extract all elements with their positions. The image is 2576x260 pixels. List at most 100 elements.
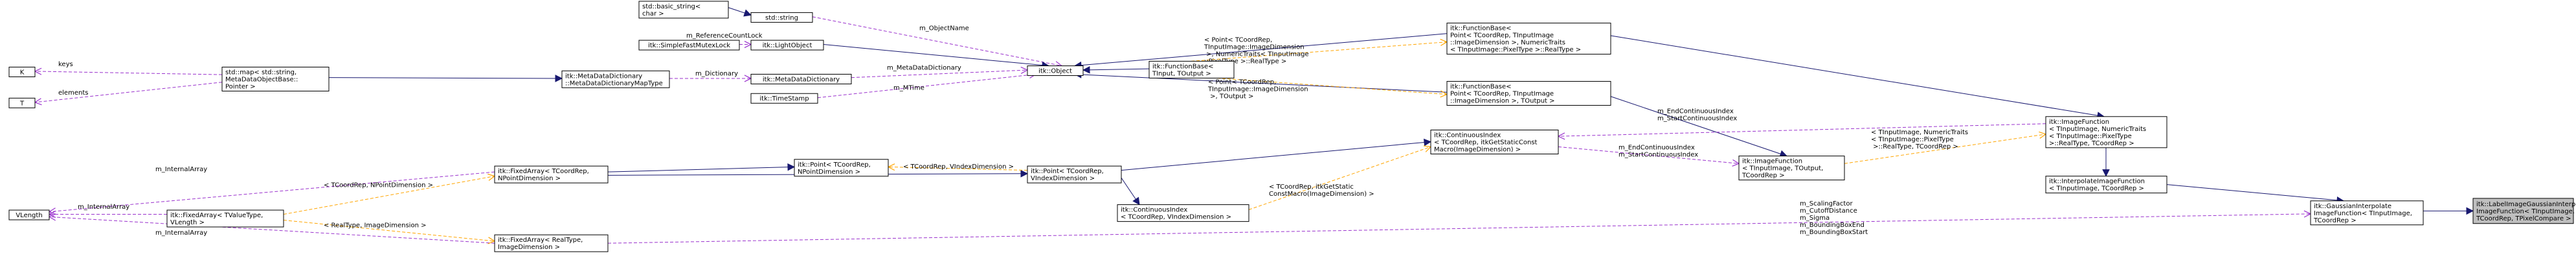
edge-label: < TInputImage, NumericTraits< TInputImag… bbox=[1871, 129, 1968, 150]
node-label: itk::Point< TCoordRep,NPointDimension > bbox=[798, 161, 871, 176]
edge-line bbox=[283, 176, 495, 215]
node-label-line: < TInputImage::PixelType >::RealType > bbox=[1450, 47, 1581, 54]
node-string[interactable]: std::string bbox=[750, 12, 813, 23]
edge-line bbox=[817, 74, 1036, 99]
node-fixed-array-realtype[interactable]: itk::FixedArray< RealType,ImageDimension… bbox=[494, 234, 609, 252]
node-label-line: K bbox=[20, 69, 25, 76]
node-label: std::basic_string<char > bbox=[642, 3, 700, 18]
node-label: itk::FixedArray< TValueType,VLength > bbox=[170, 212, 263, 226]
edges-layer: m_ObjectNamem_ReferenceCountLockkeyselem… bbox=[35, 7, 2473, 244]
node-label: T bbox=[19, 100, 25, 107]
node-function-base-tinput[interactable]: itk::FunctionBase<TInput, TOutput > bbox=[1148, 60, 1235, 78]
node-image-function-tinput[interactable]: itk::ImageFunction< TInputImage, TOutput… bbox=[1738, 156, 1845, 181]
node-label-line: std::basic_string< bbox=[642, 3, 700, 10]
node-continuous-index-getstatic[interactable]: itk::ContinuousIndex< TCoordRep, itkGetS… bbox=[1430, 130, 1559, 154]
node-box bbox=[494, 165, 609, 183]
edge-label-line: elements bbox=[58, 89, 88, 97]
edge-fatv-fa: < TCoordRep, NPointDimension > bbox=[283, 176, 495, 215]
node-fixed-array-tvalue[interactable]: itk::FixedArray< TValueType,VLength > bbox=[166, 209, 284, 228]
node-box bbox=[750, 12, 813, 23]
edge-object-fbout bbox=[1075, 74, 1448, 93]
node-box bbox=[1430, 130, 1559, 154]
node-time-stamp[interactable]: itk::TimeStamp bbox=[750, 93, 818, 104]
node-k[interactable]: K bbox=[8, 66, 36, 77]
node-function-base-point-toutput[interactable]: itk::FunctionBase<Point< TCoordRep, TInp… bbox=[1446, 80, 1611, 106]
node-fixed-array-tcoordrep[interactable]: itk::FixedArray< TCoordRep,NPointDimensi… bbox=[494, 165, 609, 183]
edge-basic-string bbox=[728, 7, 751, 16]
edge-label-line: m_StartContinuousIndex bbox=[1618, 151, 1698, 158]
edge-line bbox=[2166, 184, 2344, 201]
node-label-line: std::string bbox=[765, 14, 798, 21]
edge-iif-gauss bbox=[2166, 184, 2344, 201]
node-label-line: < TInputImage, TCoordRep > bbox=[2049, 185, 2144, 193]
node-t[interactable]: T bbox=[8, 97, 36, 108]
node-light-object[interactable]: itk::LightObject bbox=[750, 40, 824, 51]
edge-fbreal-ifn bbox=[1610, 35, 2104, 117]
edge-line bbox=[1121, 177, 1139, 204]
node-simple-fast-mutex-lock[interactable]: itk::SimpleFastMutexLock bbox=[638, 40, 740, 51]
edge-label-line: m_StartContinuousIndex bbox=[1657, 115, 1737, 123]
node-label: itk::ImageFunction< TInputImage, Numeric… bbox=[2049, 119, 2146, 147]
edge-line bbox=[607, 167, 794, 172]
node-std-map[interactable]: std::map< std::string,MetaDataObjectBase… bbox=[221, 66, 330, 91]
edge-md-object: m_MetaDataDictionary bbox=[851, 64, 1027, 78]
node-object[interactable]: itk::Object bbox=[1027, 65, 1084, 77]
node-label: itk::SimpleFastMutexLock bbox=[648, 42, 730, 49]
edge-line bbox=[1121, 142, 1431, 171]
node-continuous-index-vindex[interactable]: itk::ContinuousIndex< TCoordRep, VIndexD… bbox=[1117, 204, 1249, 222]
node-box bbox=[1027, 65, 1084, 77]
node-label: itk::FunctionBase<TInput, TOutput > bbox=[1152, 63, 1214, 77]
edge-label-line: ::PixelType >::RealType > bbox=[1204, 58, 1286, 65]
node-meta-data-dictionary[interactable]: itk::MetaDataDictionary bbox=[750, 73, 852, 84]
edge-fa-pointn bbox=[607, 167, 794, 172]
node-box bbox=[750, 93, 818, 104]
node-label-line: T bbox=[19, 100, 25, 107]
edge-fb-fbreal: < Point< TCoordRep,TInputImage::ImageDim… bbox=[1191, 37, 1447, 65]
edge-label-line: m_InternalArray bbox=[155, 230, 207, 237]
node-function-base-point-realtype[interactable]: itk::FunctionBase<Point< TCoordRep, TInp… bbox=[1446, 23, 1611, 55]
node-box bbox=[750, 73, 852, 84]
edge-label: m_Dictionary bbox=[695, 70, 738, 77]
node-label: itk::ContinuousIndex< TCoordRep, itkGetS… bbox=[1434, 132, 1537, 154]
node-label-image-gaussian[interactable]: itk::LabelImageGaussianInterpolateImageF… bbox=[2472, 198, 2576, 224]
node-image-function-numeric[interactable]: itk::ImageFunction< TInputImage, Numeric… bbox=[2045, 116, 2167, 148]
node-label-line: VLength bbox=[16, 212, 42, 219]
edge-line bbox=[1075, 33, 1448, 66]
node-label-line: itk::FunctionBase< bbox=[1152, 63, 1214, 70]
edge-line bbox=[812, 16, 1062, 66]
node-label-line: < TCoordRep, VIndexDimension > bbox=[1121, 214, 1231, 221]
edge-label: keys bbox=[58, 61, 73, 68]
edge-line bbox=[35, 71, 223, 75]
edge-line bbox=[823, 44, 1049, 66]
node-label-line: itk::GaussianInterpolate bbox=[2314, 203, 2391, 210]
edge-label-line: >::RealType, TCoordRep > bbox=[1871, 143, 1958, 150]
edge-line bbox=[1083, 69, 1150, 70]
node-label-line: ImageDimension > bbox=[498, 244, 560, 251]
node-label-line: itk::InterpolateImageFunction bbox=[2049, 178, 2145, 185]
edge-label: elements bbox=[58, 89, 88, 97]
edge-line bbox=[1075, 74, 1448, 93]
node-vlength[interactable]: VLength bbox=[8, 209, 50, 220]
node-label-line: TCoordRep, TPixelCompare > bbox=[2476, 215, 2571, 222]
node-interpolate-image-function[interactable]: itk::InterpolateImageFunction< TInputIma… bbox=[2045, 176, 2167, 194]
edge-object-fb bbox=[1083, 69, 1150, 70]
node-label-line: TCoordRep > bbox=[2313, 217, 2357, 224]
node-point-npoint[interactable]: itk::Point< TCoordRep,NPointDimension > bbox=[794, 159, 889, 177]
edge-line bbox=[1844, 134, 2046, 164]
edge-label-line: TInputImage::ImageDimension bbox=[1207, 86, 1308, 93]
edge-label: < Point< TCoordRep,TInputImage::ImageDim… bbox=[1204, 37, 1309, 65]
edge-label-line: < RealType, ImageDimension > bbox=[324, 222, 426, 230]
nodes-layer: std::basic_string<char >std::stringitk::… bbox=[8, 1, 2576, 252]
node-box bbox=[750, 40, 824, 51]
node-meta-data-dictionary-map-type[interactable]: itk::MetaDataDictionary::MetaDataDiction… bbox=[561, 70, 670, 88]
node-point-vindex[interactable]: itk::Point< TCoordRep,VIndexDimension > bbox=[1027, 165, 1122, 183]
edge-label-line: m_ReferenceCountLock bbox=[686, 32, 763, 40]
node-basic-string[interactable]: std::basic_string<char > bbox=[638, 1, 729, 19]
node-label-line: char > bbox=[642, 10, 664, 18]
